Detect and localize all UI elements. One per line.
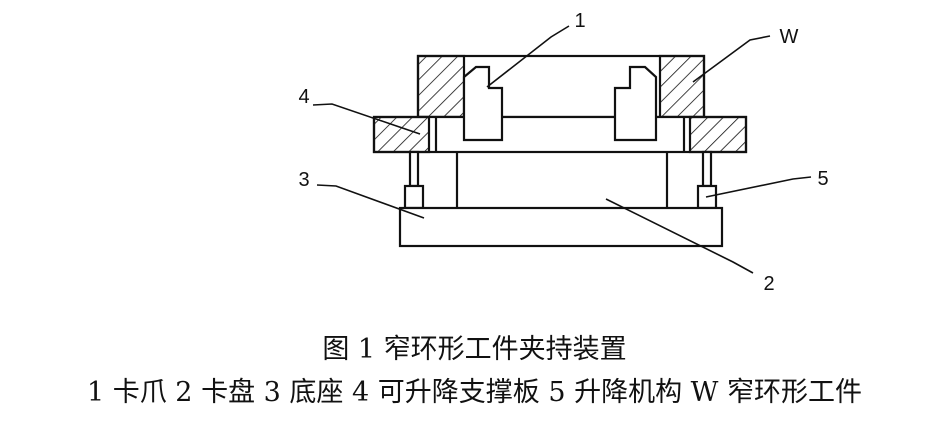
lifting-support-plate	[372, 115, 748, 154]
chuck-body	[455, 152, 669, 208]
label-chuck: 2	[763, 273, 774, 295]
leader-line-w	[692, 35, 771, 83]
claw-left	[462, 65, 504, 142]
figure-caption-legend: 1 卡爪 2 卡盘 3 底座 4 可升降支撑板 5 升降机构 W 窄环形工件	[86, 377, 863, 408]
label-workpiece: W	[780, 26, 799, 48]
lifting-mechanism-left	[403, 150, 425, 210]
leader-line-1	[486, 25, 570, 88]
leader-line-5	[705, 176, 812, 198]
leader-line-2	[605, 198, 754, 274]
label-lift-mechanism: 5	[817, 168, 828, 190]
label-base: 3	[298, 169, 309, 191]
label-claw: 1	[574, 10, 585, 32]
leader-line-4	[312, 103, 421, 135]
figure-caption-title: 图 1 窄环形工件夹持装置	[322, 334, 627, 365]
base	[398, 206, 724, 248]
lifting-mechanism-right	[696, 150, 718, 210]
leader-line-3	[316, 184, 425, 219]
claw-right	[613, 65, 658, 142]
label-support-plate: 4	[298, 86, 309, 108]
workpiece-ring	[416, 54, 706, 119]
